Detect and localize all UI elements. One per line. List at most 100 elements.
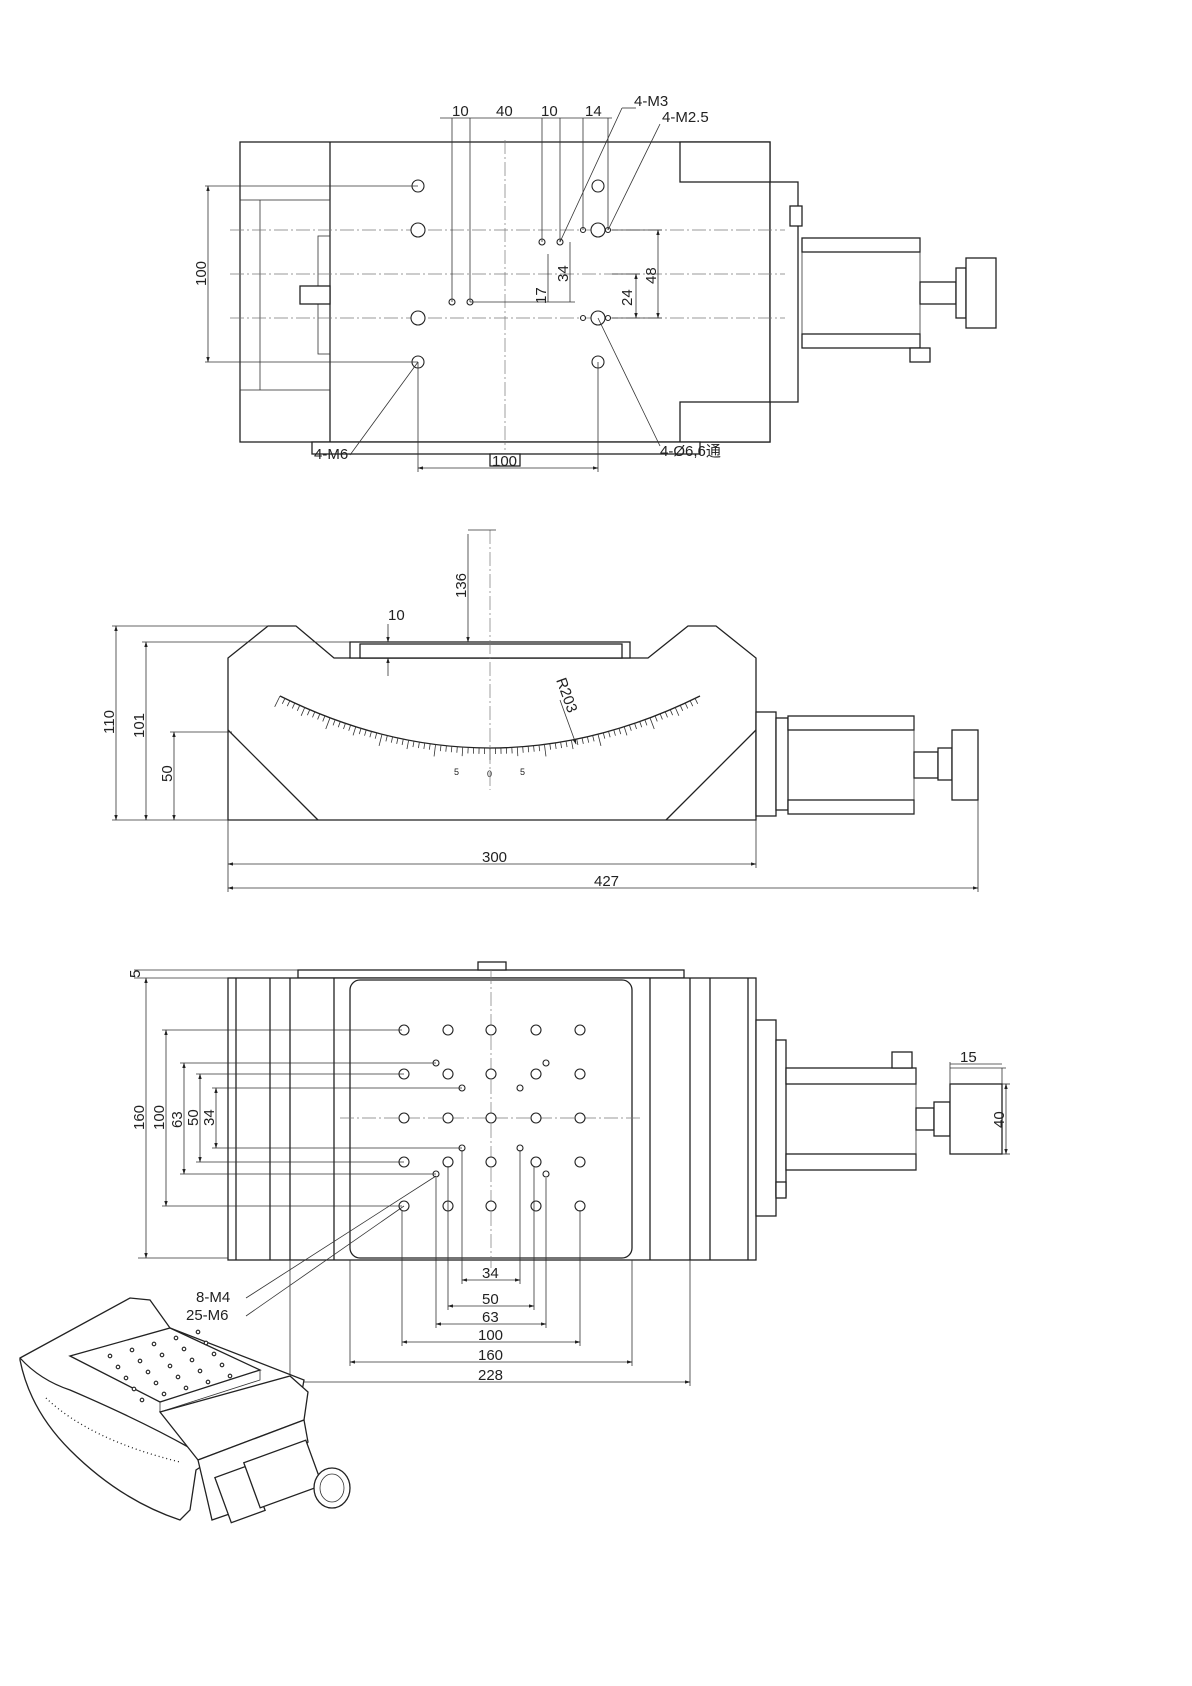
scale-tick	[669, 709, 673, 716]
dim-top-10b: 10	[541, 103, 558, 120]
scale-tick	[332, 719, 336, 726]
scale-tick	[554, 742, 557, 749]
scale-tick	[684, 702, 689, 709]
dim-top-100v: 100	[193, 261, 210, 286]
iso-hole	[175, 1374, 181, 1380]
table-hole-m6	[574, 1068, 586, 1080]
dim-top-24: 24	[619, 289, 636, 306]
scale-tick	[428, 743, 431, 750]
scale-tick	[674, 707, 680, 716]
table-hole-m6	[485, 1112, 497, 1124]
scale-tick	[586, 736, 590, 743]
scale-tick	[445, 745, 447, 752]
scale-tick	[423, 742, 426, 749]
table-hole-m6	[530, 1200, 542, 1212]
table-hole-m6	[574, 1200, 586, 1212]
scale-mark-right: 5	[520, 767, 525, 777]
iso-hole-pattern	[107, 1329, 233, 1403]
scale-tick	[581, 737, 584, 744]
top-hole-thru	[410, 310, 426, 326]
dim-top-10a: 10	[452, 103, 469, 120]
scale-tick	[629, 724, 632, 731]
table-hole-m6	[530, 1156, 542, 1168]
dim-table-160h: 160	[478, 1347, 503, 1364]
scale-tick	[296, 705, 301, 711]
scale-tick	[433, 744, 436, 757]
scale-tick	[639, 721, 643, 728]
table-hole-m6	[574, 1156, 586, 1168]
front-view: 5 0 5 136 10 110 101 50 300	[101, 529, 979, 892]
iso-hole	[197, 1368, 203, 1374]
dim-top-14: 14	[585, 103, 602, 120]
iso-hole	[151, 1341, 157, 1347]
scale-tick	[634, 723, 637, 730]
dim-front-50: 50	[159, 765, 176, 782]
scale-tick	[664, 711, 668, 718]
dim-front-136: 136	[453, 573, 470, 598]
scale-tick	[565, 741, 568, 748]
scale-tick	[654, 715, 658, 722]
callout-4-m25: 4-M2.5	[662, 109, 709, 126]
dim-front-427: 427	[594, 873, 619, 890]
table-hole-m6	[574, 1024, 586, 1036]
dim-front-110: 110	[101, 710, 118, 734]
scale-tick	[374, 732, 378, 739]
callout-8-m4: 8-M4	[196, 1289, 230, 1306]
dim-table-34h: 34	[482, 1265, 499, 1282]
dim-table-100h: 100	[478, 1327, 503, 1344]
scale-tick	[300, 707, 306, 716]
iso-hole	[173, 1335, 179, 1341]
table-hole-m6	[442, 1024, 454, 1036]
table-hole-m6	[530, 1024, 542, 1036]
scale-tick	[286, 700, 291, 707]
dim-top-34: 34	[555, 265, 572, 282]
dim-top-40: 40	[496, 103, 513, 120]
top-hole-m25	[604, 314, 612, 322]
scale-tick	[576, 739, 579, 746]
scale-tick	[689, 700, 694, 707]
scale-tick	[544, 744, 547, 757]
table-hole-m6	[442, 1112, 454, 1124]
scale-tick	[450, 746, 453, 753]
scale-tick	[679, 705, 684, 711]
iso-hole	[129, 1347, 135, 1353]
scale-tick	[390, 736, 394, 743]
top-view: 10 40 10 14 100 17 34 24 48 100 4-M3 4-M…	[193, 93, 997, 472]
scale-tick	[352, 726, 357, 736]
iso-hole	[183, 1385, 189, 1391]
iso-hole	[115, 1364, 121, 1370]
dim-table-63v: 63	[169, 1111, 186, 1128]
table-hole-m6	[442, 1068, 454, 1080]
scale-tick	[378, 734, 383, 746]
table-hole-m6	[485, 1156, 497, 1168]
iso-hole	[131, 1386, 137, 1392]
scale-tick	[396, 737, 399, 744]
iso-hole	[219, 1362, 225, 1368]
dim-top-48: 48	[643, 267, 660, 284]
isometric-view	[19, 1297, 351, 1524]
callout-4-thru: 4-Ø6,6通	[660, 443, 721, 460]
scale-tick	[274, 695, 281, 707]
scale-tick	[608, 731, 611, 738]
scale-tick	[439, 745, 442, 752]
iso-hole	[181, 1346, 187, 1352]
scale-tick	[358, 728, 362, 735]
scale-tick	[597, 734, 602, 746]
iso-hole	[137, 1358, 143, 1364]
scale-tick	[364, 729, 367, 736]
table-hole-m6	[442, 1156, 454, 1168]
scale-tick	[618, 728, 622, 735]
iso-hole	[145, 1369, 151, 1375]
iso-hole	[161, 1391, 167, 1397]
dim-table-50v: 50	[185, 1109, 202, 1126]
callout-4-m6: 4-M6	[314, 446, 348, 463]
dim-front-10: 10	[388, 607, 405, 624]
scale-tick	[516, 747, 519, 757]
scale-tick	[659, 713, 663, 720]
scale-tick	[401, 739, 404, 746]
dim-table-34v: 34	[201, 1109, 218, 1126]
iso-hole	[159, 1352, 165, 1358]
iso-hole	[123, 1375, 129, 1381]
dim-table-160v: 160	[131, 1105, 148, 1130]
